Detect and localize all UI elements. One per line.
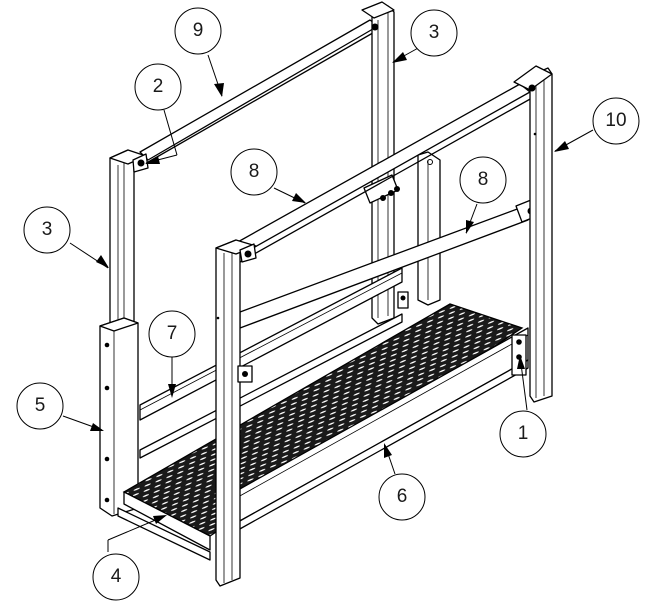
callout-3-upper: 3 [428,22,440,43]
callout-10: 10 [605,110,627,131]
callout-8-top: 8 [248,161,260,182]
callout-1: 1 [517,423,529,444]
callout-leaders [62,46,594,552]
front-frame [215,65,553,587]
rear-kick-channel [139,267,409,459]
callout-5: 5 [34,395,46,416]
callout-9: 9 [192,20,204,41]
callout-bubbles [16,7,640,601]
callout-8-mid: 8 [477,169,489,190]
front-step-channel [237,327,529,531]
callout-6: 6 [396,486,408,507]
callout-4: 4 [110,566,122,587]
callout-7: 7 [166,323,178,344]
callout-2: 2 [152,76,164,97]
center-bracket [363,151,441,306]
callout-3-left: 3 [41,219,53,240]
